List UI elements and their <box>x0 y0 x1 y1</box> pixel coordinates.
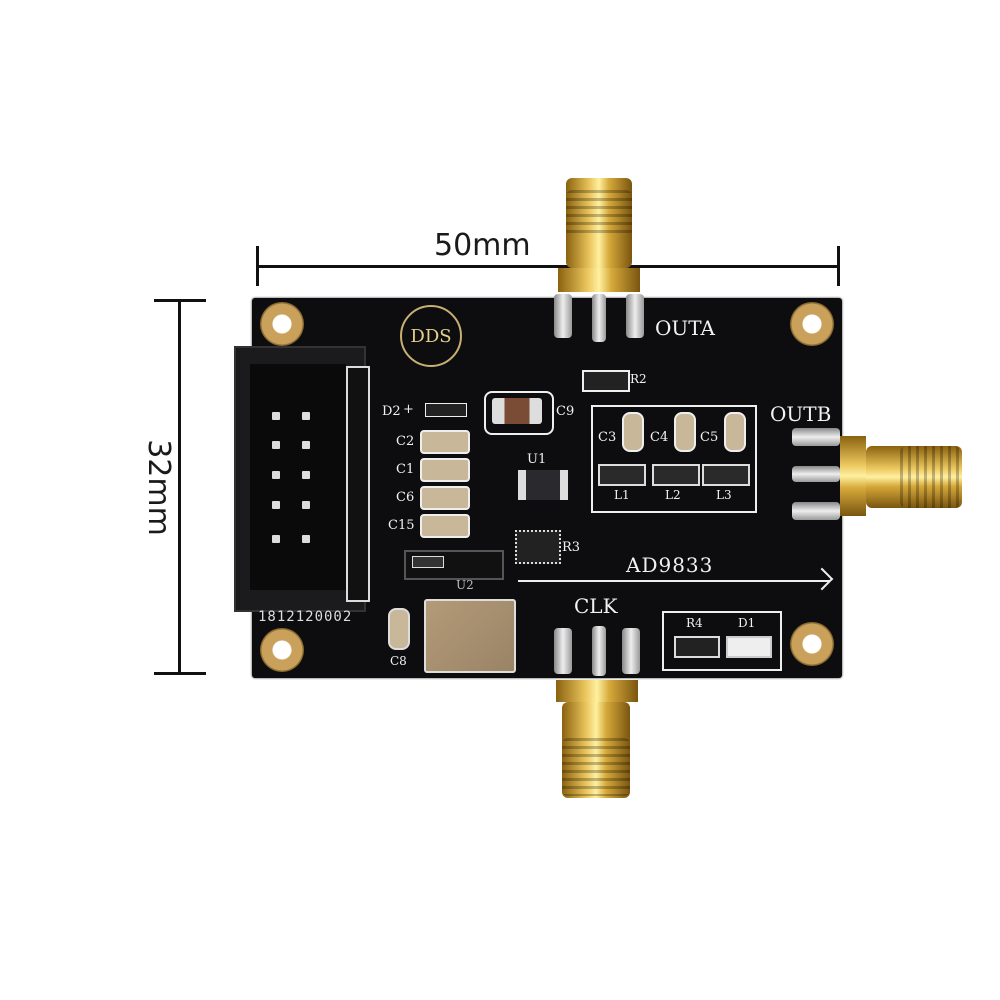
resistor-array-r3 <box>515 530 561 564</box>
header-pin <box>302 501 310 509</box>
outa-label: OUTA <box>655 316 715 340</box>
capacitor-c4 <box>674 412 696 452</box>
label-d1: D1 <box>738 616 756 630</box>
width-dimension-tick-right <box>837 246 840 286</box>
mounting-hole-top-left <box>260 302 304 346</box>
header-pin <box>272 441 280 449</box>
label-r4: R4 <box>686 616 703 630</box>
height-dimension-tick-top <box>154 299 206 302</box>
mounting-hole-top-right <box>790 302 834 346</box>
dds-logo-text: DDS <box>410 325 452 347</box>
width-dimension-line <box>257 265 839 268</box>
sma-outb-leg <box>792 502 840 520</box>
sma-clk-thread <box>562 738 630 796</box>
label-c6: C6 <box>396 490 415 505</box>
label-r3: R3 <box>562 540 581 555</box>
capacitor-c5 <box>724 412 746 452</box>
sma-outa-flange <box>558 268 640 292</box>
label-c3: C3 <box>598 430 617 445</box>
inductor-l3 <box>702 464 750 486</box>
sma-outb-thread <box>900 446 960 508</box>
crystal-oscillator <box>424 599 516 673</box>
height-dimension-line <box>178 300 181 674</box>
capacitor-c6 <box>420 486 470 510</box>
capacitor-c8 <box>388 608 410 650</box>
dds-logo: DDS <box>400 305 462 367</box>
label-l1: L1 <box>614 488 630 502</box>
signal-arrow-line <box>518 580 830 582</box>
header-pin <box>272 412 280 420</box>
mounting-hole-bottom-left <box>260 628 304 672</box>
label-u1: U1 <box>527 452 547 467</box>
u2-pad <box>412 556 444 568</box>
height-dimension-label: 32mm <box>140 439 176 536</box>
label-l2: L2 <box>665 488 681 502</box>
label-c9: C9 <box>556 404 575 419</box>
capacitor-c15 <box>420 514 470 538</box>
width-dimension-label: 50mm <box>434 228 531 263</box>
led-d1 <box>726 636 772 658</box>
sma-outa-leg <box>626 294 644 338</box>
pin-header-key-bar <box>346 366 370 602</box>
outb-label: OUTB <box>770 402 832 426</box>
sma-clk-leg <box>592 626 606 676</box>
resistor-r4 <box>674 636 720 658</box>
header-pin <box>302 471 310 479</box>
sma-connector-outb[interactable] <box>866 446 962 508</box>
pin-header-socket <box>250 364 346 590</box>
capacitor-c9-outline <box>484 391 554 435</box>
header-pin <box>272 471 280 479</box>
led-indicator-outline <box>662 611 782 671</box>
label-c15: C15 <box>388 518 415 533</box>
label-r2: R2 <box>630 372 647 386</box>
sma-outb-leg <box>792 466 840 482</box>
serial-number: 1812120002 <box>258 609 353 625</box>
label-c4: C4 <box>650 430 669 445</box>
label-c2: C2 <box>396 434 415 449</box>
label-l3: L3 <box>716 488 732 502</box>
sma-clk-flange <box>556 680 638 702</box>
label-c8: C8 <box>390 654 407 668</box>
sma-outa-leg <box>592 294 606 342</box>
capacitor-c1 <box>420 458 470 482</box>
chip-u1-ad9833 <box>518 470 568 500</box>
height-dimension-tick-bottom <box>154 672 206 675</box>
label-d2-polarity: + <box>403 402 414 417</box>
header-pin <box>302 441 310 449</box>
header-pin <box>272 501 280 509</box>
clk-label: CLK <box>574 594 618 618</box>
header-pin <box>302 412 310 420</box>
header-pin <box>302 535 310 543</box>
sma-connector-clk[interactable] <box>562 702 630 798</box>
sma-outb-leg <box>792 428 840 446</box>
label-c5: C5 <box>700 430 719 445</box>
diode-d2 <box>425 403 467 417</box>
inductor-l1 <box>598 464 646 486</box>
filter-network-outline <box>591 405 757 513</box>
sma-outa-leg <box>554 294 572 338</box>
mounting-hole-bottom-right <box>790 622 834 666</box>
capacitor-c9 <box>492 398 542 424</box>
sma-clk-leg <box>554 628 572 674</box>
sma-connector-outa[interactable] <box>566 178 632 268</box>
capacitor-c3 <box>622 412 644 452</box>
chip-name-label: AD9833 <box>626 553 714 577</box>
label-u2: U2 <box>456 578 474 592</box>
header-pin <box>272 535 280 543</box>
resistor-r2 <box>582 370 630 392</box>
inductor-l2 <box>652 464 700 486</box>
label-d2: D2 <box>382 404 401 419</box>
width-dimension-tick-left <box>256 246 259 286</box>
capacitor-c2 <box>420 430 470 454</box>
sma-outa-thread <box>566 190 632 236</box>
sma-clk-leg <box>622 628 640 674</box>
label-c1: C1 <box>396 462 415 477</box>
sma-outb-flange <box>840 436 866 516</box>
